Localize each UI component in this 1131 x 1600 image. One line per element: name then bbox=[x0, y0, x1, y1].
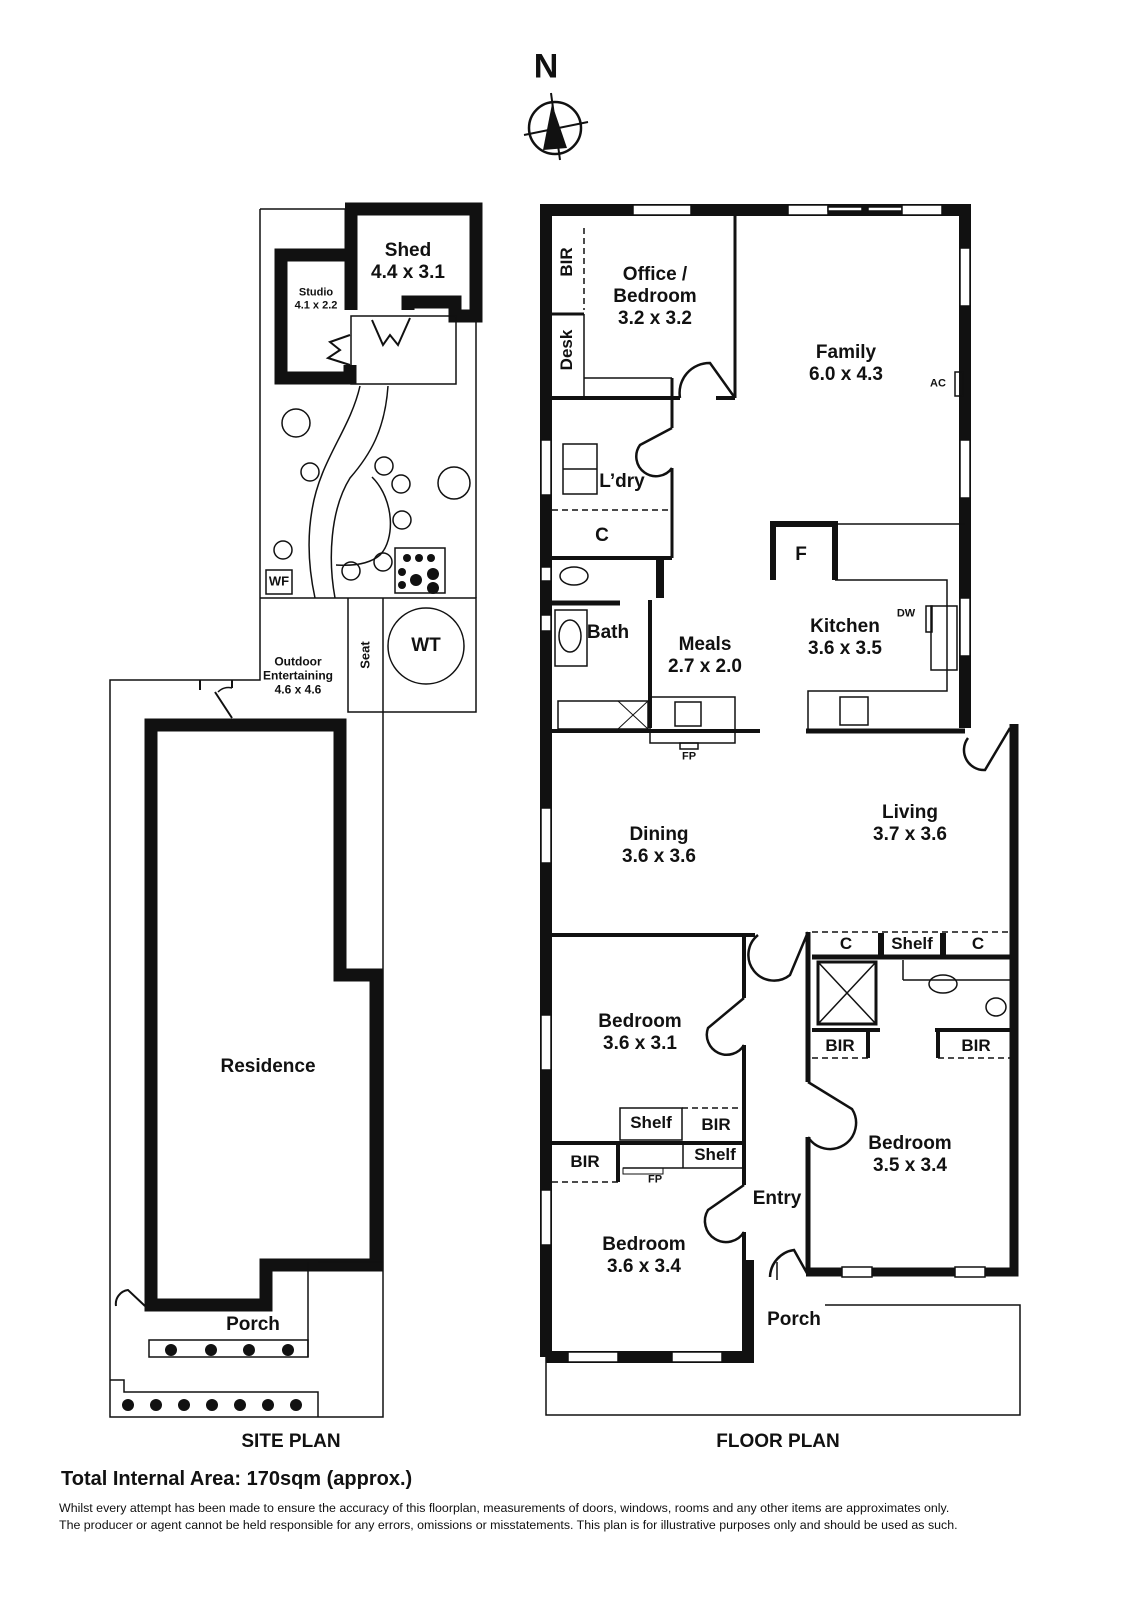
room-porch-label: Porch bbox=[767, 1309, 821, 1331]
site-outdoor-entertaining-label: Outdoor Entertaining 4.6 x 4.6 bbox=[263, 655, 333, 696]
room-name-line1: Office / bbox=[622, 264, 688, 286]
room-dimensions: 3.6 x 3.6 bbox=[622, 846, 696, 867]
room-name: Bedroom bbox=[602, 1234, 686, 1256]
room-name: Kitchen bbox=[810, 616, 880, 638]
room-dimensions: 2.7 x 2.0 bbox=[668, 656, 742, 677]
room-name: Family bbox=[815, 342, 877, 364]
room-bedroom-b-label: Bedroom 3.6 x 3.4 bbox=[602, 1234, 685, 1278]
fixture-fridge: F bbox=[795, 544, 807, 566]
room-dimensions: 4.4 x 3.1 bbox=[371, 262, 445, 283]
north-arrow-icon bbox=[523, 92, 589, 161]
room-dimensions: 3.5 x 3.4 bbox=[873, 1155, 947, 1176]
room-kitchen-label: Kitchen 3.6 x 3.5 bbox=[808, 616, 882, 660]
area-dimensions: 4.6 x 4.6 bbox=[274, 681, 322, 696]
room-bedroom-c-label: Bedroom 3.5 x 3.4 bbox=[868, 1133, 951, 1177]
room-entry-label: Entry bbox=[752, 1188, 802, 1210]
fixture-cupboard-laundry: C bbox=[595, 525, 609, 547]
site-shed-label: Shed 4.4 x 3.1 bbox=[371, 240, 445, 284]
disclaimer-line-2: The producer or agent cannot be held res… bbox=[59, 1518, 958, 1532]
site-porch-label: Porch bbox=[226, 1314, 280, 1336]
fixture-desk: Desk bbox=[557, 329, 577, 371]
room-laundry-label: L’dry bbox=[599, 471, 645, 493]
room-name: Dining bbox=[629, 824, 689, 846]
room-dimensions: 3.6 x 3.1 bbox=[603, 1033, 677, 1054]
room-dimensions: 3.7 x 3.6 bbox=[873, 824, 947, 845]
area-name-line1: Outdoor bbox=[274, 654, 322, 669]
disclaimer: Whilst every attempt has been made to en… bbox=[59, 1500, 958, 1534]
room-name: Bedroom bbox=[598, 1011, 682, 1033]
room-name: Bedroom bbox=[868, 1133, 952, 1155]
room-name-line2: Bedroom bbox=[613, 286, 697, 308]
fixture-aircon: AC bbox=[930, 377, 946, 390]
fixture-bir-bedroom-c-2: BIR bbox=[961, 1036, 991, 1056]
north-label: N bbox=[533, 47, 559, 86]
site-wf-label: WF bbox=[268, 573, 290, 589]
fixture-cupboard-ensuite-2: C bbox=[971, 934, 985, 954]
site-plan-title: SITE PLAN bbox=[241, 1431, 341, 1452]
site-seat-label: Seat bbox=[357, 641, 373, 669]
floor-plan-title: FLOOR PLAN bbox=[716, 1431, 840, 1452]
room-dimensions: 6.0 x 4.3 bbox=[809, 364, 883, 385]
room-dining-label: Dining 3.6 x 3.6 bbox=[622, 824, 696, 868]
room-name: Living bbox=[882, 802, 938, 824]
room-meals-label: Meals 2.7 x 2.0 bbox=[668, 634, 742, 678]
fixture-bir-bedroom-b: BIR bbox=[570, 1152, 600, 1172]
fixture-bir-bedroom-a: BIR bbox=[701, 1115, 731, 1135]
room-office-bedroom-label: Office / Bedroom 3.2 x 3.2 bbox=[613, 264, 696, 330]
room-name: Meals bbox=[678, 634, 732, 656]
room-dimensions: 3.6 x 3.5 bbox=[808, 638, 882, 659]
room-dimensions: 4.1 x 2.2 bbox=[294, 299, 338, 311]
fixture-bir-bedroom-c-1: BIR bbox=[825, 1036, 855, 1056]
fixture-fireplace-bedroom: FP bbox=[647, 1173, 663, 1186]
room-family-label: Family 6.0 x 4.3 bbox=[809, 342, 883, 386]
site-wt-label: WT bbox=[411, 635, 441, 657]
room-name: Shed bbox=[384, 240, 432, 262]
fixture-dishwasher: DW bbox=[896, 607, 916, 620]
site-plan-drawing bbox=[109, 202, 483, 1418]
total-internal-area: Total Internal Area: 170sqm (approx.) bbox=[61, 1468, 413, 1490]
area-name-line2: Entertaining bbox=[262, 668, 334, 683]
site-studio-label: Studio 4.1 x 2.2 bbox=[295, 286, 338, 311]
floor-plan-drawing bbox=[540, 204, 1021, 1416]
room-living-label: Living 3.7 x 3.6 bbox=[873, 802, 947, 846]
fixture-bir-office: BIR bbox=[557, 247, 577, 277]
room-dimensions: 3.6 x 3.4 bbox=[607, 1256, 681, 1277]
room-dimensions: 3.2 x 3.2 bbox=[618, 307, 692, 329]
fixture-shelf-bedroom-a: Shelf bbox=[630, 1113, 672, 1133]
disclaimer-line-1: Whilst every attempt has been made to en… bbox=[59, 1501, 950, 1515]
fixture-cupboard-ensuite-1: C bbox=[839, 934, 853, 954]
room-name: Studio bbox=[298, 286, 334, 299]
fixture-fireplace-meals: FP bbox=[681, 750, 697, 763]
fixture-shelf-bedroom-b: Shelf bbox=[694, 1145, 736, 1165]
fixture-shelf-ensuite: Shelf bbox=[891, 934, 933, 954]
room-bath-label: Bath bbox=[586, 622, 630, 644]
site-residence-label: Residence bbox=[220, 1056, 316, 1078]
room-bedroom-a-label: Bedroom 3.6 x 3.1 bbox=[598, 1011, 681, 1055]
